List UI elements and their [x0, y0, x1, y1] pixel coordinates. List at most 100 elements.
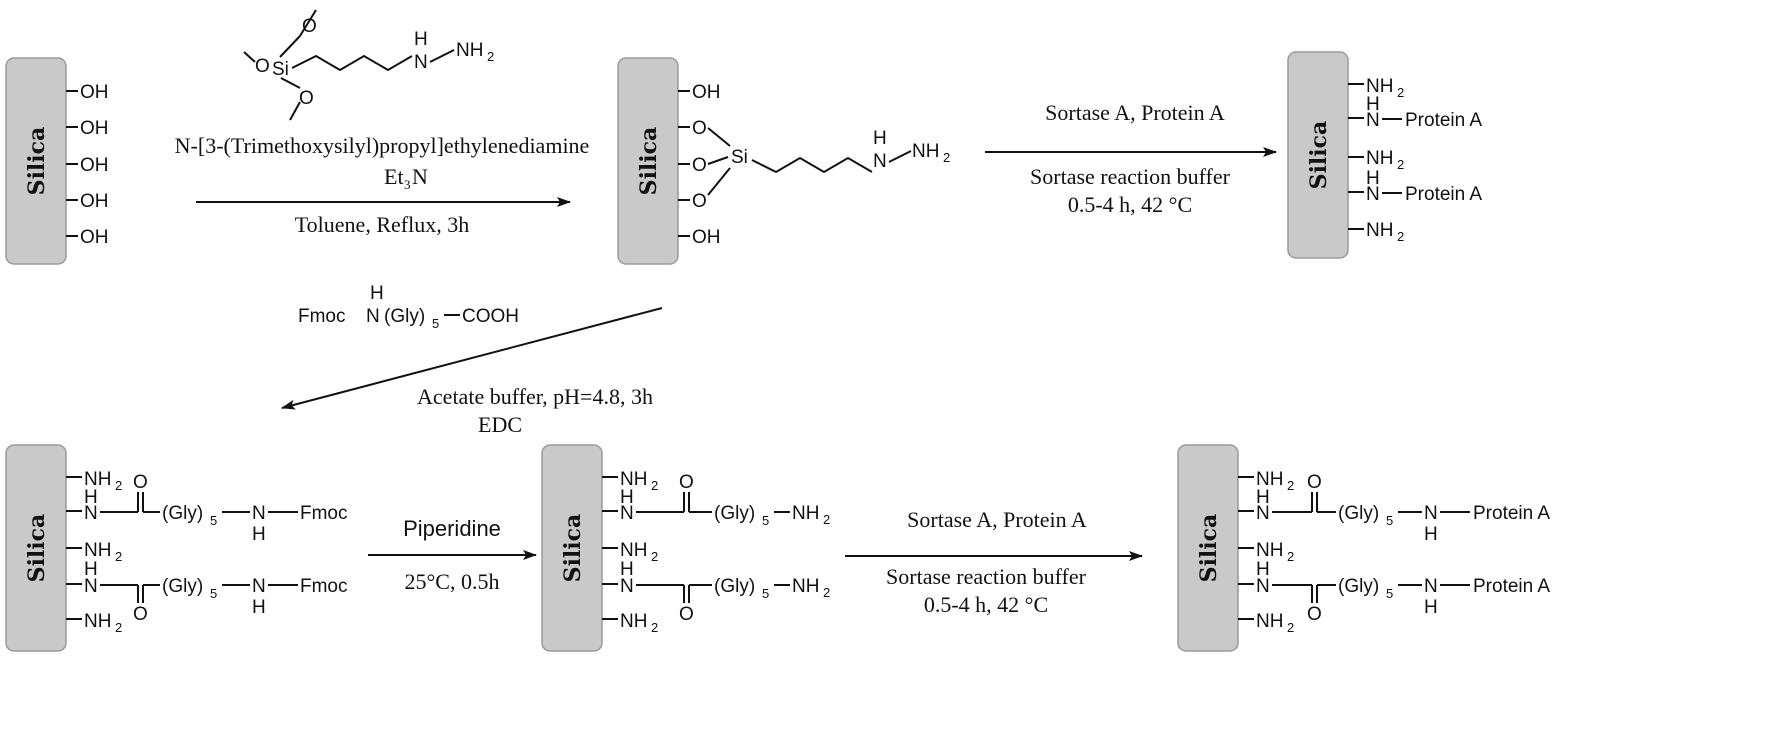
- svg-text:NH: NH: [1366, 76, 1393, 97]
- svg-text:OH: OH: [692, 82, 721, 103]
- silica-slab-silanized: Silica OH O O O OH Si N H NH 2: [617, 57, 950, 265]
- svg-text:2: 2: [115, 620, 122, 635]
- svg-text:2: 2: [115, 478, 122, 493]
- svg-text:O: O: [299, 88, 314, 109]
- svg-text:2: 2: [1287, 478, 1294, 493]
- reaction-3: H Fmoc N (Gly) 5 COOH Acetate buffer, pH…: [281, 283, 663, 437]
- svg-text:H: H: [84, 559, 98, 580]
- svg-text:O: O: [692, 155, 707, 176]
- svg-text:Protein A: Protein A: [1473, 576, 1550, 597]
- reaction-3-coupling: EDC: [478, 412, 522, 437]
- svg-text:5: 5: [762, 513, 769, 528]
- svg-text:N: N: [84, 576, 98, 597]
- svg-text:NH: NH: [84, 611, 111, 632]
- svg-text:2: 2: [1287, 620, 1294, 635]
- svg-text:OH: OH: [80, 227, 109, 248]
- svg-text:O: O: [679, 472, 694, 493]
- fmoc-gly-reagent: Fmoc: [298, 306, 346, 327]
- reaction-4: Piperidine 25°C, 0.5h: [368, 516, 537, 594]
- silica-slab-bare: Silica OH OH OH OH OH: [5, 57, 109, 265]
- reaction-2-top: Sortase A, Protein A: [1045, 100, 1225, 125]
- svg-text:NH: NH: [620, 540, 647, 561]
- svg-text:(Gly): (Gly): [714, 503, 755, 524]
- svg-text:Protein A: Protein A: [1405, 184, 1482, 205]
- svg-text:N: N: [366, 306, 380, 327]
- svg-text:H: H: [84, 487, 98, 508]
- svg-text:H: H: [252, 524, 266, 545]
- svg-text:H: H: [1366, 94, 1380, 115]
- reaction-2-buffer: Sortase reaction buffer: [1030, 164, 1231, 189]
- svg-text:O: O: [692, 191, 707, 212]
- reaction-5-conditions: 0.5-4 h, 42 °C: [924, 592, 1048, 617]
- svg-text:H: H: [1256, 559, 1270, 580]
- svg-text:(Gly): (Gly): [384, 306, 425, 327]
- svg-text:N: N: [1366, 184, 1380, 205]
- svg-text:Silica: Silica: [1306, 121, 1332, 190]
- svg-text:O: O: [133, 604, 148, 625]
- svg-text:OH: OH: [80, 82, 109, 103]
- svg-text:N: N: [252, 503, 266, 524]
- svg-text:NH: NH: [912, 141, 939, 162]
- reaction-4-reagent: Piperidine: [403, 516, 501, 541]
- svg-text:Protein A: Protein A: [1405, 110, 1482, 131]
- svg-text:NH: NH: [792, 576, 819, 597]
- svg-text:N: N: [84, 503, 98, 524]
- svg-text:N: N: [412, 164, 428, 189]
- svg-text:H: H: [1424, 597, 1438, 618]
- svg-text:OH: OH: [80, 155, 109, 176]
- svg-text:Fmoc: Fmoc: [300, 576, 348, 597]
- svg-text:NH: NH: [1366, 148, 1393, 169]
- reaction-1-conditions: Toluene, Reflux, 3h: [295, 212, 469, 237]
- svg-text:N: N: [620, 503, 634, 524]
- svg-text:2: 2: [943, 150, 950, 165]
- svg-text:H: H: [873, 128, 887, 149]
- reaction-3-arrow: [281, 307, 663, 410]
- svg-text:O: O: [255, 56, 270, 77]
- svg-text:5: 5: [210, 513, 217, 528]
- svg-text:O: O: [302, 16, 317, 37]
- svg-text:2: 2: [1287, 549, 1294, 564]
- svg-text:H: H: [620, 559, 634, 580]
- svg-text:H: H: [1424, 524, 1438, 545]
- svg-text:2: 2: [1397, 85, 1404, 100]
- reaction-1-reagent: N-[3-(Trimethoxysilyl)propyl]ethylenedia…: [175, 133, 590, 158]
- reaction-1-base: Et: [384, 164, 404, 189]
- svg-text:(Gly): (Gly): [1338, 503, 1379, 524]
- svg-text:Silica: Silica: [636, 127, 662, 196]
- svg-text:H: H: [370, 283, 384, 304]
- svg-text:2: 2: [651, 478, 658, 493]
- svg-text:2: 2: [823, 512, 830, 527]
- silane-reagent-structure: Si O O O N H NH 2: [243, 9, 494, 121]
- svg-text:2: 2: [1397, 157, 1404, 172]
- svg-text:O: O: [1307, 604, 1322, 625]
- svg-text:NH: NH: [792, 503, 819, 524]
- svg-text:Protein A: Protein A: [1473, 503, 1550, 524]
- svg-text:N: N: [1366, 110, 1380, 131]
- reaction-4-conditions: 25°C, 0.5h: [405, 569, 500, 594]
- svg-text:5: 5: [210, 586, 217, 601]
- svg-text:(Gly): (Gly): [714, 576, 755, 597]
- svg-text:OH: OH: [80, 191, 109, 212]
- svg-text:N: N: [1424, 503, 1438, 524]
- svg-text:COOH: COOH: [462, 306, 519, 327]
- svg-text:Silica: Silica: [1196, 514, 1222, 583]
- svg-text:2: 2: [1397, 229, 1404, 244]
- svg-text:O: O: [1307, 472, 1322, 493]
- svg-text:2: 2: [487, 49, 494, 64]
- svg-text:H: H: [620, 487, 634, 508]
- svg-text:Si: Si: [272, 59, 289, 80]
- svg-text:(Gly): (Gly): [162, 576, 203, 597]
- svg-text:2: 2: [651, 549, 658, 564]
- svg-text:NH: NH: [1366, 220, 1393, 241]
- svg-text:N: N: [1424, 576, 1438, 597]
- reaction-2: Sortase A, Protein A Sortase reaction bu…: [985, 100, 1277, 217]
- svg-text:H: H: [1366, 168, 1380, 189]
- svg-text:OH: OH: [692, 227, 721, 248]
- svg-text:N: N: [1256, 576, 1270, 597]
- silica-slab-protein-a: Silica NH 2 H N Protein A NH 2 H N Protein…: [1287, 51, 1482, 259]
- svg-text:5: 5: [762, 586, 769, 601]
- reaction-5: Sortase A, Protein A Sortase reaction bu…: [845, 507, 1143, 617]
- svg-text:(Gly): (Gly): [1338, 576, 1379, 597]
